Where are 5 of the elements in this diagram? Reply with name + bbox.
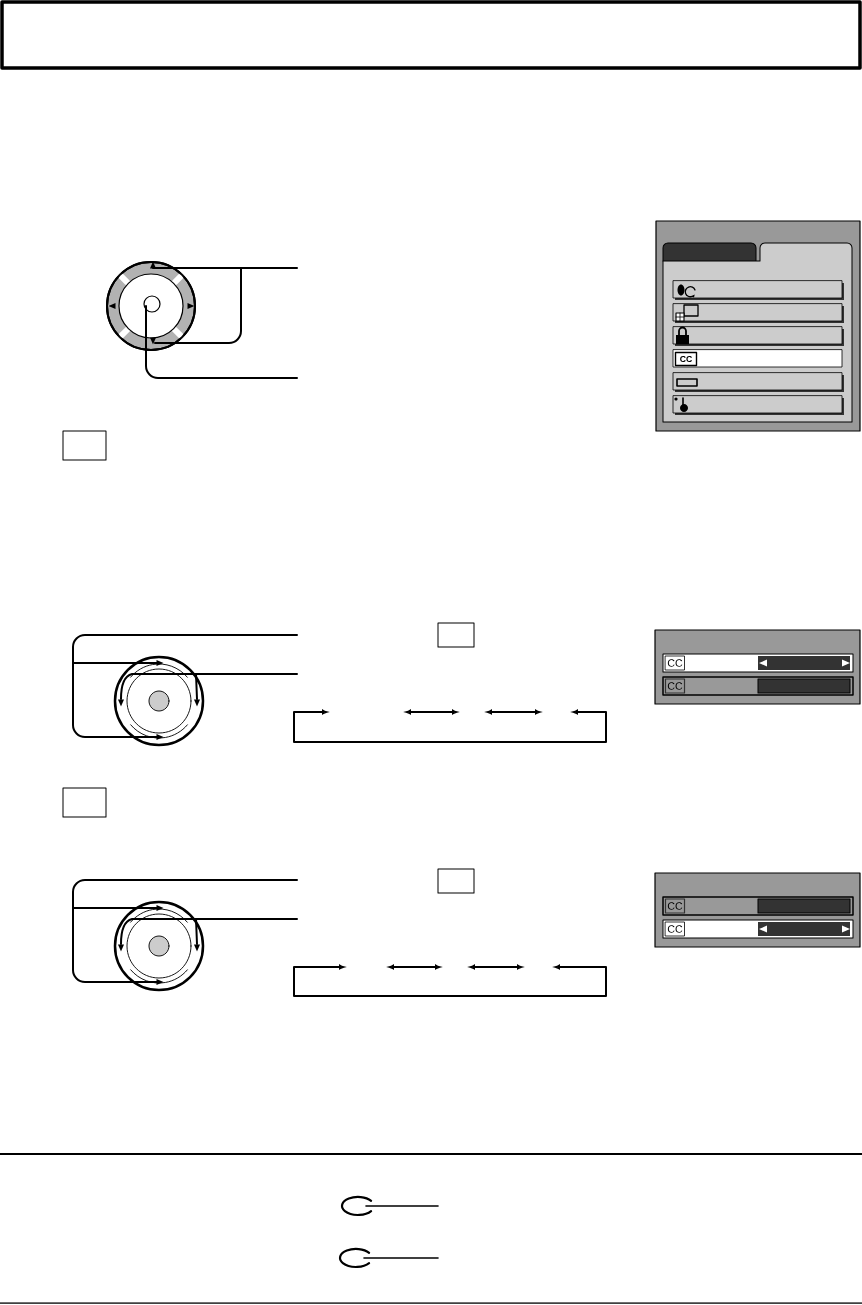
cc-label: CC <box>674 351 698 367</box>
cc-label: CC <box>664 678 686 694</box>
cc-label: CC <box>665 921 685 937</box>
cc-label: CC <box>665 655 685 671</box>
cc-label: CC <box>664 898 686 914</box>
